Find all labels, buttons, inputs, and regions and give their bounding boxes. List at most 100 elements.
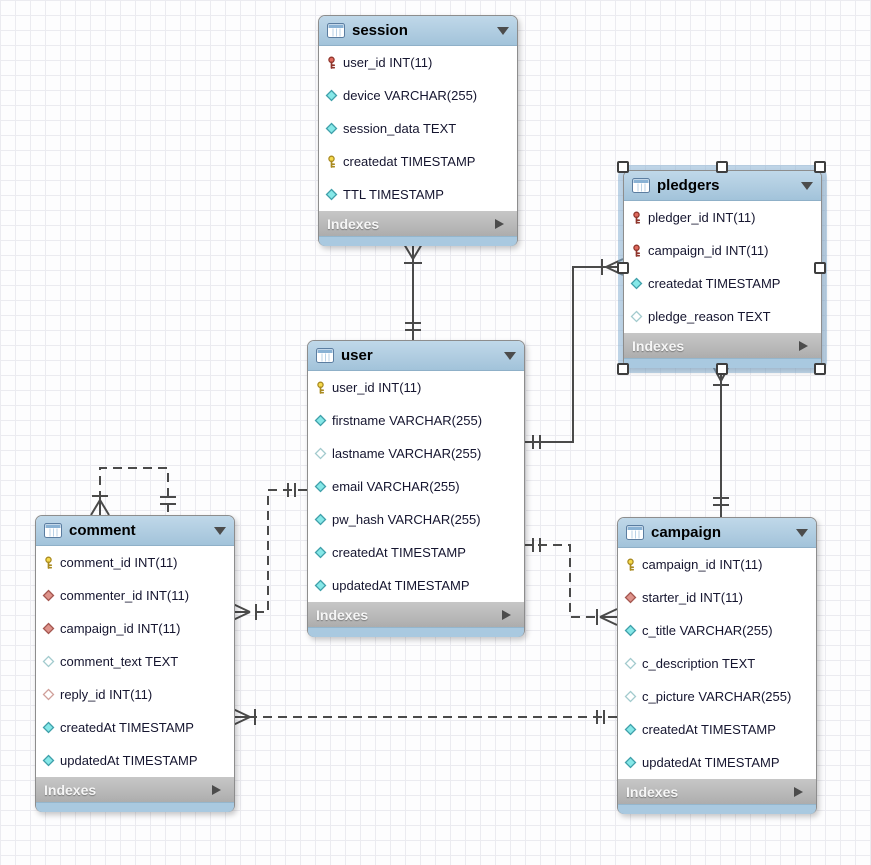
column-row[interactable]: createdat TIMESTAMP [624,267,821,300]
cardinality-mark [90,499,101,516]
column-label: createdat TIMESTAMP [648,276,781,291]
indexes-label: Indexes [327,215,380,232]
collapse-arrow-icon[interactable] [801,181,813,190]
cardinality-mark [232,603,251,613]
column-row[interactable]: email VARCHAR(255) [308,470,524,503]
relationship-comment-campaign[interactable] [232,708,617,726]
selection-handle[interactable] [814,262,826,274]
column-row[interactable]: session_data TEXT [319,112,517,145]
expand-arrow-icon[interactable] [495,218,504,229]
column-row[interactable]: createdat TIMESTAMP [319,145,517,178]
column-row[interactable]: c_title VARCHAR(255) [618,614,816,647]
column-row[interactable]: pw_hash VARCHAR(255) [308,503,524,536]
expand-arrow-icon[interactable] [212,784,221,795]
column-row[interactable]: pledge_reason TEXT [624,300,821,333]
selection-handle[interactable] [814,161,826,173]
table-header-session[interactable]: session [319,16,517,46]
collapse-arrow-icon[interactable] [497,26,509,35]
column-row[interactable]: createdAt TIMESTAMP [36,711,234,744]
relationship-pledgers-user[interactable] [523,258,624,449]
selection-handle[interactable] [617,262,629,274]
column-row[interactable]: updatedAt TIMESTAMP [36,744,234,777]
column-row[interactable]: c_picture VARCHAR(255) [618,680,816,713]
column-label: comment_id INT(11) [60,555,178,570]
column-label: session_data TEXT [343,121,457,136]
column-label: campaign_id INT(11) [642,557,763,572]
table-header-pledgers[interactable]: pledgers [624,171,821,201]
selection-handle[interactable] [715,363,728,375]
column-row[interactable]: starter_id INT(11) [618,581,816,614]
column-label: email VARCHAR(255) [332,479,460,494]
cardinality-mark [232,708,251,718]
column-label: user_id INT(11) [332,380,422,395]
selection-handle[interactable] [617,161,629,173]
table-comment[interactable]: comment comment_id INT(11) commenter_id IN… [35,515,235,812]
not-null-column-icon [314,513,327,526]
expand-arrow-icon[interactable] [799,340,808,351]
cardinality-mark [599,616,618,626]
column-row[interactable]: comment_id INT(11) [36,546,234,579]
column-label: campaign_id INT(11) [648,243,769,258]
table-header-user[interactable]: user [308,341,524,371]
column-row[interactable]: lastname VARCHAR(255) [308,437,524,470]
indexes-bar[interactable]: Indexes [319,211,517,236]
column-row[interactable]: reply_id INT(11) [36,678,234,711]
column-row[interactable]: device VARCHAR(255) [319,79,517,112]
indexes-bar[interactable]: Indexes [618,779,816,804]
primary-key-icon [328,155,336,168]
column-row[interactable]: createdAt TIMESTAMP [618,713,816,746]
nullable-column-icon [630,310,643,323]
column-row[interactable]: user_id INT(11) [308,371,524,404]
relationship-pledgers-campaign[interactable] [712,365,730,517]
not-null-column-icon [42,721,55,734]
not-null-column-icon [624,756,637,769]
not-null-column-icon [314,414,327,427]
column-label: updatedAt TIMESTAMP [332,578,470,593]
primary-key-icon [45,556,53,569]
table-footer-strip [618,804,816,814]
table-header-comment[interactable]: comment [36,516,234,546]
table-user[interactable]: user user_id INT(11) firstname VARCHAR(255… [307,340,525,637]
primary-foreign-key-icon [633,211,641,224]
column-row[interactable]: updatedAt TIMESTAMP [618,746,816,779]
table-campaign[interactable]: campaign campaign_id INT(11) starter_id IN… [617,517,817,814]
indexes-bar[interactable]: Indexes [36,777,234,802]
selection-handle[interactable] [715,161,728,173]
column-row[interactable]: commenter_id INT(11) [36,579,234,612]
column-row[interactable]: campaign_id INT(11) [624,234,821,267]
column-label: updatedAt TIMESTAMP [642,755,780,770]
not-null-column-icon [325,89,338,102]
relationship-comment-user[interactable] [232,483,307,621]
collapse-arrow-icon[interactable] [214,526,226,535]
column-row[interactable]: c_description TEXT [618,647,816,680]
column-row[interactable]: user_id INT(11) [319,46,517,79]
indexes-label: Indexes [44,781,97,798]
relationship-session-user[interactable] [403,243,423,340]
table-icon [626,525,644,540]
relationship-campaign-user[interactable] [523,538,618,626]
column-row[interactable]: campaign_id INT(11) [618,548,816,581]
table-header-campaign[interactable]: campaign [618,518,816,548]
expand-arrow-icon[interactable] [502,609,511,620]
expand-arrow-icon[interactable] [794,786,803,797]
column-row[interactable]: updatedAt TIMESTAMP [308,569,524,602]
column-row[interactable]: TTL TIMESTAMP [319,178,517,211]
column-row[interactable]: campaign_id INT(11) [36,612,234,645]
relationship-comment-comment[interactable] [90,467,176,516]
indexes-bar[interactable]: Indexes [624,333,821,358]
selection-handle[interactable] [814,363,826,375]
indexes-bar[interactable]: Indexes [308,602,524,627]
column-row[interactable]: firstname VARCHAR(255) [308,404,524,437]
collapse-arrow-icon[interactable] [504,351,516,360]
table-title: campaign [651,524,722,541]
table-title: comment [69,522,136,539]
column-row[interactable]: createdAt TIMESTAMP [308,536,524,569]
collapse-arrow-icon[interactable] [796,528,808,537]
column-row[interactable]: comment_text TEXT [36,645,234,678]
column-row[interactable]: pledger_id INT(11) [624,201,821,234]
not-null-column-icon [624,723,637,736]
selection-handle[interactable] [617,363,629,375]
